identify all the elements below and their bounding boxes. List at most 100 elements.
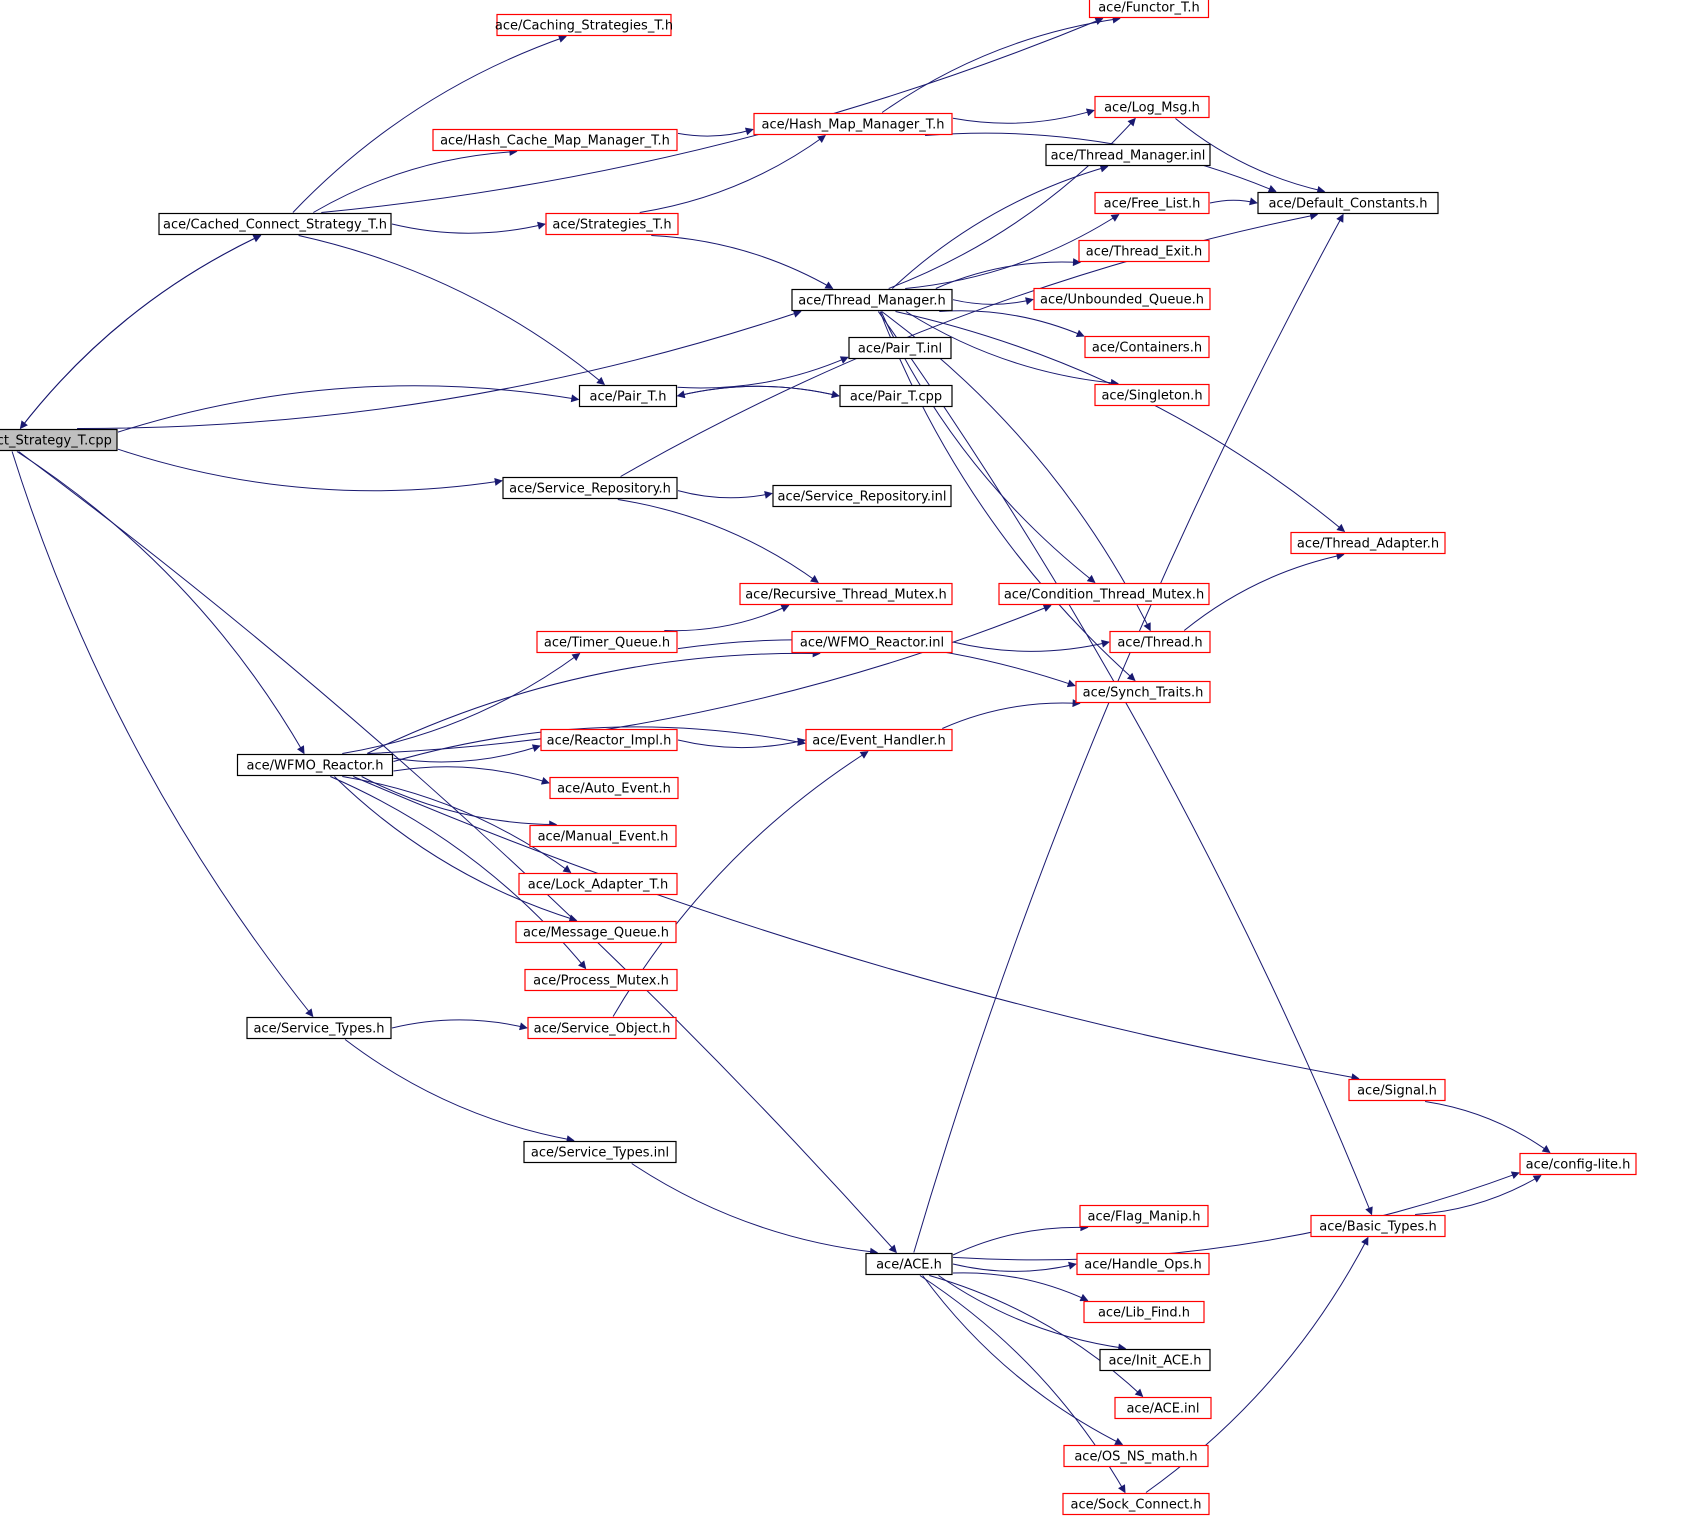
- node-root[interactable]: Cached_Connect_Strategy_T.cpp: [0, 428, 118, 452]
- node-manual_event[interactable]: ace/Manual_Event.h: [529, 824, 677, 848]
- node-service_object[interactable]: ace/Service_Object.h: [527, 1016, 677, 1040]
- node-reactor_impl[interactable]: ace/Reactor_Impl.h: [540, 728, 678, 752]
- node-free_list[interactable]: ace/Free_List.h: [1094, 191, 1210, 215]
- node-log_msg[interactable]: ace/Log_Msg.h: [1094, 95, 1210, 119]
- node-pair_cpp[interactable]: ace/Pair_T.cpp: [839, 384, 953, 408]
- node-service_types_inl[interactable]: ace/Service_Types.inl: [523, 1140, 677, 1164]
- edge-reactor_impl-to-event_handler: [677, 737, 806, 749]
- edge-service_types-to-service_types_inl: [344, 1039, 575, 1144]
- node-sock_connect[interactable]: ace/Sock_Connect.h: [1062, 1492, 1210, 1516]
- node-label: ace/Singleton.h: [1101, 389, 1202, 404]
- node-cached_strategy[interactable]: ace/Cached_Connect_Strategy_T.h: [158, 212, 392, 236]
- node-singleton[interactable]: ace/Singleton.h: [1094, 383, 1210, 407]
- node-synch_traits[interactable]: ace/Synch_Traits.h: [1075, 680, 1211, 704]
- edge-root-to-thread_manager: [77, 309, 802, 430]
- node-timer_queue[interactable]: ace/Timer_Queue.h: [536, 630, 678, 654]
- node-box: [536, 630, 678, 654]
- node-thread_manager[interactable]: ace/Thread_Manager.h: [791, 288, 953, 312]
- edge-log_msg-to-default_constants: [1175, 118, 1326, 194]
- node-box: [524, 968, 678, 992]
- node-thread_h[interactable]: ace/Thread.h: [1109, 630, 1211, 654]
- node-box: [1078, 239, 1210, 263]
- node-service_repository[interactable]: ace/Service_Repository.h: [502, 476, 678, 500]
- node-box: [236, 753, 394, 777]
- node-label: ace/Sock_Connect.h: [1071, 1498, 1202, 1513]
- node-os_ns_math[interactable]: ace/OS_NS_math.h: [1063, 1444, 1209, 1468]
- edge-hash_map-to-log_msg: [952, 108, 1095, 124]
- node-label: ace/Functor_T.h: [1098, 1, 1200, 16]
- node-thread_adapter[interactable]: ace/Thread_Adapter.h: [1290, 531, 1446, 555]
- node-config_lite[interactable]: ace/config-lite.h: [1519, 1152, 1637, 1176]
- node-default_constants[interactable]: ace/Default_Constants.h: [1257, 191, 1439, 215]
- edge-ace_h-to-flag_manip: [952, 1223, 1089, 1256]
- node-thread_manager_inl[interactable]: ace/Thread_Manager.inl: [1045, 143, 1211, 167]
- edge-wfmo-to-manual_event: [361, 776, 558, 829]
- edge-ace_h-to-ace_inl: [929, 1275, 1144, 1398]
- node-box: [432, 128, 678, 152]
- node-box: [1033, 287, 1211, 311]
- node-box: [502, 476, 678, 500]
- edge-wfmo-to-signal: [353, 776, 1360, 1082]
- node-wfmo_inl[interactable]: ace/WFMO_Reactor.inl: [791, 630, 953, 654]
- edge-ace_h-to-lib_find: [952, 1272, 1089, 1302]
- node-event_handler[interactable]: ace/Event_Handler.h: [805, 728, 953, 752]
- node-label: ace/Recursive_Thread_Mutex.h: [745, 588, 947, 603]
- node-auto_event[interactable]: ace/Auto_Event.h: [549, 776, 679, 800]
- node-label: ace/Flag_Manip.h: [1088, 1210, 1201, 1225]
- node-functor[interactable]: ace/Functor_T.h: [1088, 0, 1210, 19]
- node-lib_find[interactable]: ace/Lib_Find.h: [1083, 1300, 1205, 1324]
- node-message_queue[interactable]: ace/Message_Queue.h: [515, 920, 677, 944]
- node-ace_h[interactable]: ace/ACE.h: [865, 1252, 953, 1276]
- node-service_repository_inl[interactable]: ace/Service_Repository.inl: [772, 484, 952, 508]
- node-label: ace/Service_Object.h: [534, 1022, 671, 1037]
- edge-root-to-cached_strategy: [19, 234, 262, 429]
- edge-cached_strategy-to-hash_cache: [313, 147, 518, 213]
- node-init_ace[interactable]: ace/Init_ACE.h: [1099, 1348, 1211, 1372]
- edge-ace_h-to-os_ns_math: [922, 1275, 1124, 1445]
- node-hash_cache[interactable]: ace/Hash_Cache_Map_Manager_T.h: [432, 128, 678, 152]
- edge-thread_manager-to-containers: [939, 310, 1085, 338]
- node-signal[interactable]: ace/Signal.h: [1348, 1078, 1446, 1102]
- node-label: ace/Caching_Strategies_T.h: [495, 19, 673, 34]
- node-containers[interactable]: ace/Containers.h: [1084, 335, 1210, 359]
- node-unbounded_queue[interactable]: ace/Unbounded_Queue.h: [1033, 287, 1211, 311]
- node-pair_h[interactable]: ace/Pair_T.h: [578, 384, 678, 408]
- node-lock_adapter[interactable]: ace/Lock_Adapter_T.h: [518, 872, 678, 896]
- node-wfmo[interactable]: ace/WFMO_Reactor.h: [236, 753, 394, 777]
- edge-wfmo-to-message_queue: [334, 776, 578, 923]
- node-basic_types[interactable]: ace/Basic_Types.h: [1310, 1214, 1446, 1238]
- node-hash_map[interactable]: ace/Hash_Map_Manager_T.h: [753, 112, 953, 136]
- node-ace_inl[interactable]: ace/ACE.inl: [1114, 1396, 1212, 1420]
- node-process_mutex[interactable]: ace/Process_Mutex.h: [524, 968, 678, 992]
- edge-hash_cache-to-hash_map: [677, 127, 754, 137]
- node-flag_manip[interactable]: ace/Flag_Manip.h: [1079, 1204, 1209, 1228]
- node-label: ace/Condition_Thread_Mutex.h: [1004, 588, 1204, 603]
- node-box: [158, 212, 392, 236]
- node-service_types[interactable]: ace/Service_Types.h: [246, 1016, 392, 1040]
- edge-strategies-to-thread_manager: [651, 235, 834, 289]
- node-label: ace/Thread.h: [1117, 636, 1202, 651]
- edge-event_handler-to-synch_traits: [942, 699, 1081, 729]
- node-thread_exit[interactable]: ace/Thread_Exit.h: [1078, 239, 1210, 263]
- node-box: [791, 288, 953, 312]
- edge-wfmo-to-wfmo_inl: [366, 649, 821, 754]
- node-box: [865, 1252, 953, 1276]
- node-caching_strategies[interactable]: ace/Caching_Strategies_T.h: [495, 13, 673, 37]
- edge-thread_manager-to-free_list: [905, 214, 1120, 289]
- node-box: [1062, 1492, 1210, 1516]
- node-recursive_mutex[interactable]: ace/Recursive_Thread_Mutex.h: [739, 582, 953, 606]
- node-label: ace/Pair_T.h: [590, 390, 667, 405]
- node-label: ace/Event_Handler.h: [812, 734, 946, 749]
- edge-wfmo-to-timer_queue: [342, 653, 581, 754]
- node-condition_mutex[interactable]: ace/Condition_Thread_Mutex.h: [998, 582, 1210, 606]
- node-strategies[interactable]: ace/Strategies_T.h: [545, 212, 679, 236]
- node-handle_ops[interactable]: ace/Handle_Ops.h: [1076, 1252, 1210, 1276]
- node-pair_inl[interactable]: ace/Pair_T.inl: [848, 336, 952, 360]
- edge-timer_queue-to-recursive_mutex: [664, 604, 790, 632]
- nodes-layer: Cached_Connect_Strategy_T.cpp ace/Cached_…: [0, 0, 1637, 1516]
- node-box: [527, 1016, 677, 1040]
- node-label: ace/Default_Constants.h: [1268, 197, 1427, 212]
- node-box: [805, 728, 953, 752]
- node-label: ace/Thread_Adapter.h: [1297, 537, 1439, 552]
